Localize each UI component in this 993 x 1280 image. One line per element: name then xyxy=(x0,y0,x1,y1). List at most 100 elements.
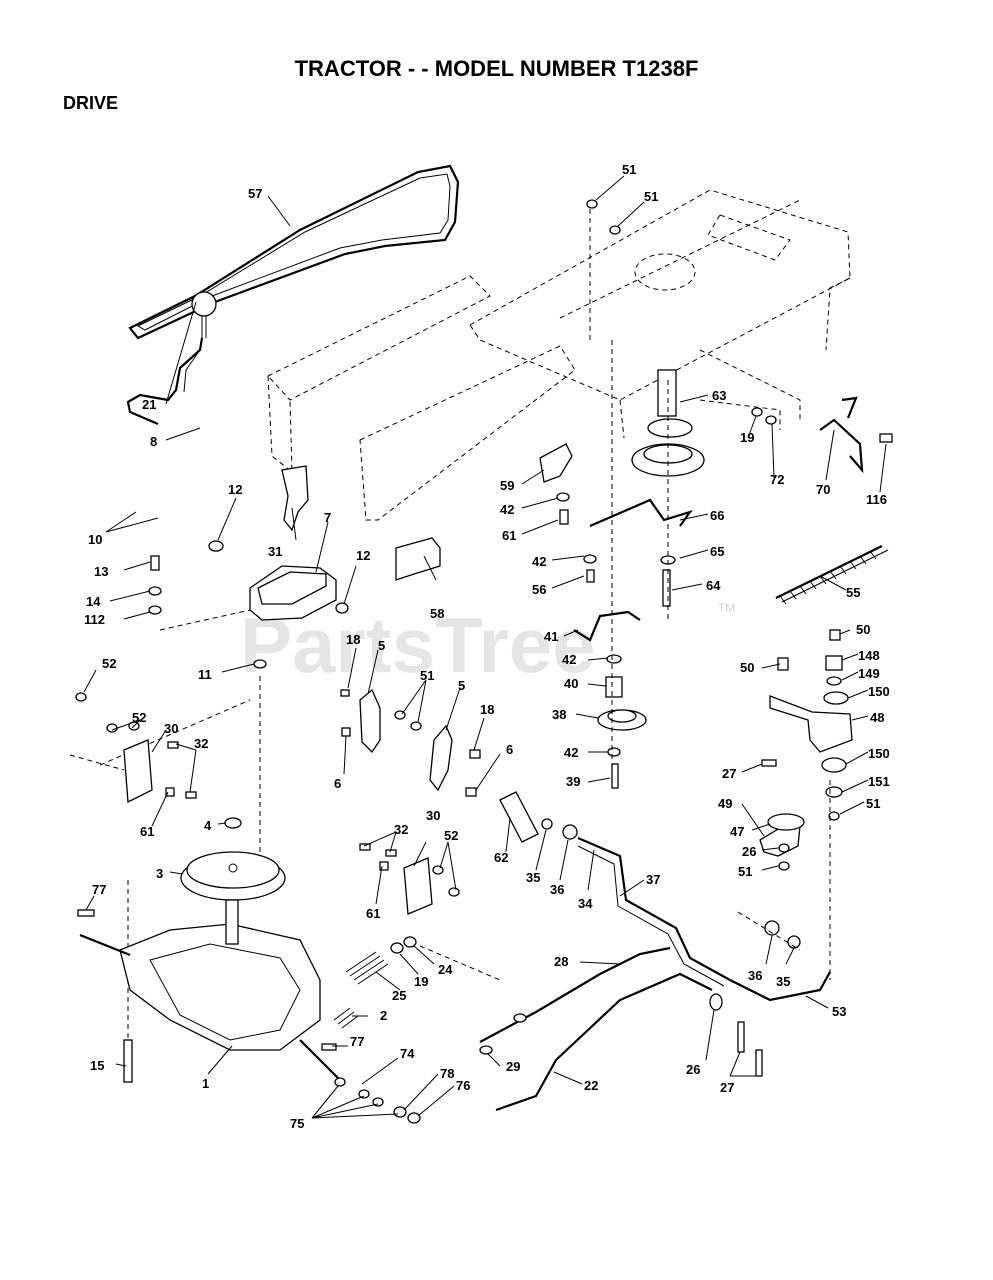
callout-27: 27 xyxy=(720,1080,734,1095)
control-rods xyxy=(479,911,801,1112)
callout-50: 50 xyxy=(856,622,870,637)
callout-42: 42 xyxy=(564,745,578,760)
callout-150: 150 xyxy=(868,746,890,761)
callout-112: 112 xyxy=(84,612,105,627)
shift-lever xyxy=(126,291,217,426)
callout-35: 35 xyxy=(526,870,540,885)
callout-18: 18 xyxy=(346,632,360,647)
callout-37: 37 xyxy=(646,872,660,887)
callout-2: 2 xyxy=(380,1008,387,1023)
callout-19: 19 xyxy=(414,974,428,989)
callout-49: 49 xyxy=(718,796,732,811)
callout-5: 5 xyxy=(458,678,465,693)
callout-61: 61 xyxy=(502,528,516,543)
callout-14: 14 xyxy=(86,594,101,609)
callout-77: 77 xyxy=(350,1034,364,1049)
engine-pulley xyxy=(631,369,705,620)
callout-8: 8 xyxy=(150,434,157,449)
callout-11: 11 xyxy=(198,667,212,682)
callout-27: 27 xyxy=(722,766,736,781)
callout-1: 1 xyxy=(202,1076,209,1091)
left-nut xyxy=(75,692,251,766)
callout-19: 19 xyxy=(740,430,754,445)
callout-42: 42 xyxy=(532,554,546,569)
callout-30: 30 xyxy=(426,808,440,823)
transaxle xyxy=(77,899,341,1083)
callout-51: 51 xyxy=(622,162,636,177)
callout-6: 6 xyxy=(334,776,341,791)
callout-52: 52 xyxy=(102,656,116,671)
callout-47: 47 xyxy=(730,824,744,839)
callout-52: 52 xyxy=(444,828,458,843)
callout-36: 36 xyxy=(550,882,564,897)
callout-149: 149 xyxy=(858,666,880,681)
callout-64: 64 xyxy=(706,578,721,593)
callout-58: 58 xyxy=(430,606,444,621)
extension-spring xyxy=(775,545,889,605)
callout-76: 76 xyxy=(456,1078,470,1093)
callout-50: 50 xyxy=(740,660,754,675)
callout-21: 21 xyxy=(142,397,156,412)
callout-61: 61 xyxy=(366,906,380,921)
callout-72: 72 xyxy=(770,472,784,487)
callout-61: 61 xyxy=(140,824,154,839)
callout-65: 65 xyxy=(710,544,724,559)
idler-pulley-assembly xyxy=(539,199,693,789)
callout-18: 18 xyxy=(480,702,494,717)
callout-51: 51 xyxy=(866,796,880,811)
callout-62: 62 xyxy=(494,850,508,865)
tractor-frame xyxy=(267,189,851,521)
brake-bracket xyxy=(208,465,441,621)
callout-24: 24 xyxy=(438,962,453,977)
callout-31: 31 xyxy=(268,544,282,559)
callout-13: 13 xyxy=(94,564,108,579)
callout-10: 10 xyxy=(88,532,102,547)
callout-150: 150 xyxy=(868,684,890,699)
callout-151: 151 xyxy=(868,774,890,789)
upper-right-hardware xyxy=(699,396,893,474)
callout-5: 5 xyxy=(378,638,385,653)
callout-29: 29 xyxy=(506,1059,520,1074)
leader-lines xyxy=(83,175,887,1119)
callout-32: 32 xyxy=(394,822,408,837)
callout-36: 36 xyxy=(748,968,762,983)
callout-32: 32 xyxy=(194,736,208,751)
hardware-stack-left xyxy=(148,555,251,631)
callout-40: 40 xyxy=(564,676,578,691)
callout-74: 74 xyxy=(400,1046,415,1061)
brackets-5 xyxy=(340,688,481,797)
drive-belt xyxy=(128,164,460,340)
callout-4: 4 xyxy=(204,818,212,833)
callout-51: 51 xyxy=(738,864,752,879)
callout-57: 57 xyxy=(248,186,262,201)
callout-52: 52 xyxy=(132,710,146,725)
callout-26: 26 xyxy=(686,1062,700,1077)
callout-26: 26 xyxy=(742,844,756,859)
callout-59: 59 xyxy=(500,478,514,493)
callout-3: 3 xyxy=(156,866,163,881)
axle-washers xyxy=(334,1077,421,1124)
callout-70: 70 xyxy=(816,482,830,497)
transaxle-springs xyxy=(333,936,501,1029)
callout-51: 51 xyxy=(420,668,434,683)
left-mount-bracket xyxy=(69,721,197,804)
pedal-shaft xyxy=(499,791,831,1002)
transmission-pulley xyxy=(180,817,286,901)
right-idler-bracket xyxy=(759,629,853,980)
callout-53: 53 xyxy=(832,1004,846,1019)
callout-42: 42 xyxy=(562,652,576,667)
callout-22: 22 xyxy=(584,1078,598,1093)
callout-12: 12 xyxy=(356,548,370,563)
callout-12: 12 xyxy=(228,482,242,497)
callout-39: 39 xyxy=(566,774,580,789)
callout-38: 38 xyxy=(552,707,566,722)
page-title: TRACTOR - - MODEL NUMBER T1238F xyxy=(294,56,699,81)
section-title: DRIVE xyxy=(63,93,119,113)
callout-7: 7 xyxy=(324,510,331,525)
callout-56: 56 xyxy=(532,582,546,597)
callout-15: 15 xyxy=(90,1058,104,1073)
callout-75: 75 xyxy=(290,1116,304,1131)
callout-116: 116 xyxy=(866,492,887,507)
callout-25: 25 xyxy=(392,988,406,1003)
callout-6: 6 xyxy=(506,742,513,757)
